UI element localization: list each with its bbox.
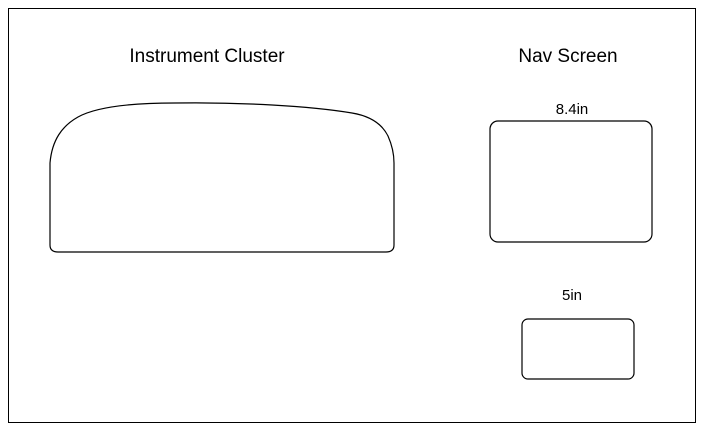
nav-screen-large-dimension-label: 8.4in	[555, 101, 589, 118]
nav-screen-small-dimension-label: 5in	[561, 287, 583, 304]
instrument-cluster-title: Instrument Cluster	[129, 46, 285, 67]
nav-screen-title: Nav Screen	[518, 46, 618, 67]
outer-frame	[8, 8, 696, 423]
